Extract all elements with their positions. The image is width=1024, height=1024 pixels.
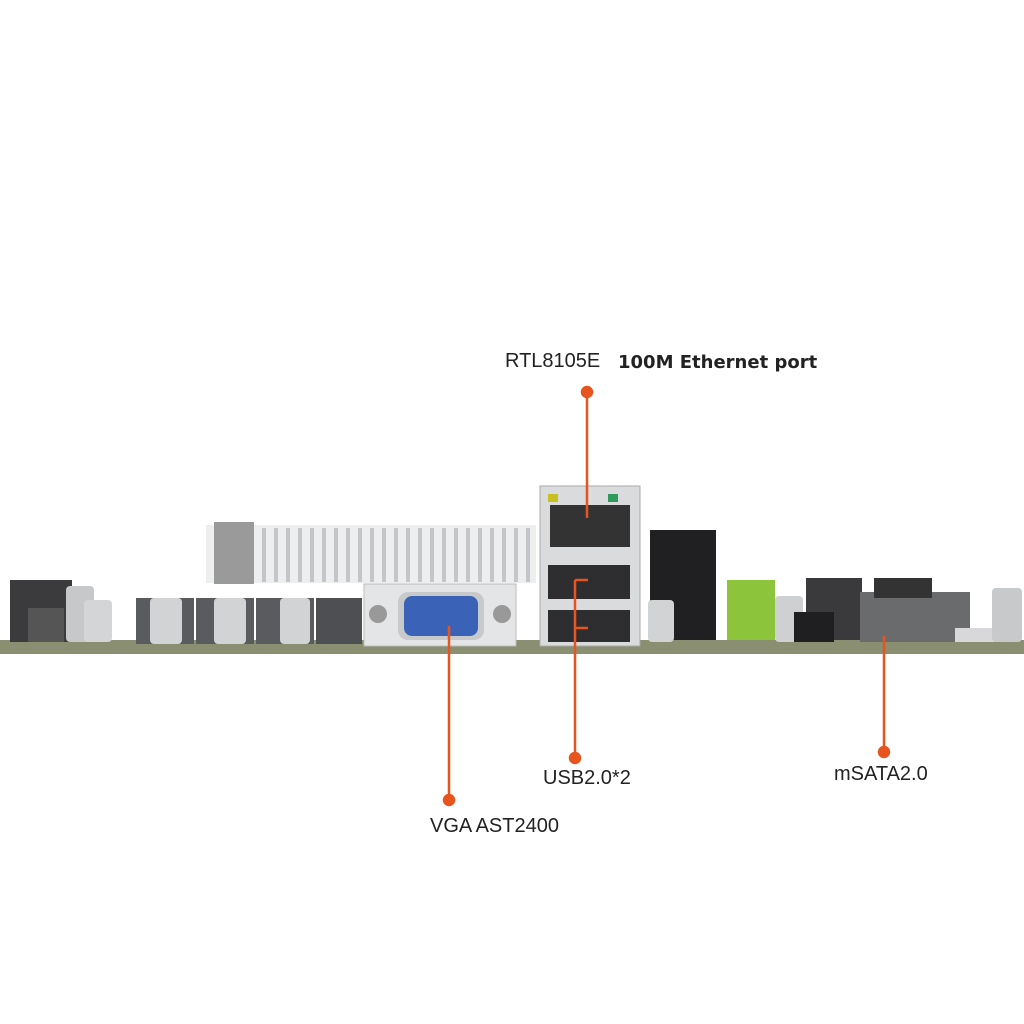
heatsink-fin	[394, 528, 398, 582]
heatsink-fin	[334, 528, 338, 582]
heatsink-fin	[382, 528, 386, 582]
heatsink-fin	[454, 528, 458, 582]
ethernet-usb-stack	[539, 485, 641, 647]
vga-label: VGA AST2400	[430, 815, 559, 837]
heatsink-fin	[502, 528, 506, 582]
heatsink-fin	[514, 528, 518, 582]
right-components	[648, 530, 1022, 642]
usb-label: USB2.0*2	[543, 767, 631, 789]
ethernet-port-label: 100M Ethernet port	[618, 352, 818, 373]
heatsink-fin	[322, 528, 326, 582]
heatsink-fin	[310, 528, 314, 582]
heatsink-fin	[370, 528, 374, 582]
heatsink-fin	[418, 528, 422, 582]
heatsink	[206, 522, 536, 584]
heatsink-fin	[274, 528, 278, 582]
msata-label: mSATA2.0	[834, 763, 928, 785]
heatsink-fin	[466, 528, 470, 582]
msata-callout-line	[877, 636, 891, 759]
heatsink-fin	[286, 528, 290, 582]
heatsink-fin	[406, 528, 410, 582]
heatsink-fin	[430, 528, 434, 582]
usb-callout-line	[568, 578, 588, 765]
heatsink-fin	[358, 528, 362, 582]
vga-port	[363, 583, 517, 647]
ethernet-chip-label: RTL8105E	[505, 350, 601, 372]
heatsink-fin	[442, 528, 446, 582]
heatsink-fin	[526, 528, 530, 582]
heatsink-fin	[346, 528, 350, 582]
heatsink-fin	[478, 528, 482, 582]
heatsink-fin	[490, 528, 494, 582]
heatsink-fin	[262, 528, 266, 582]
left-components	[10, 580, 362, 644]
ethernet-callout-line	[580, 385, 594, 518]
vga-callout-line	[442, 626, 456, 807]
heatsink-fin	[298, 528, 302, 582]
